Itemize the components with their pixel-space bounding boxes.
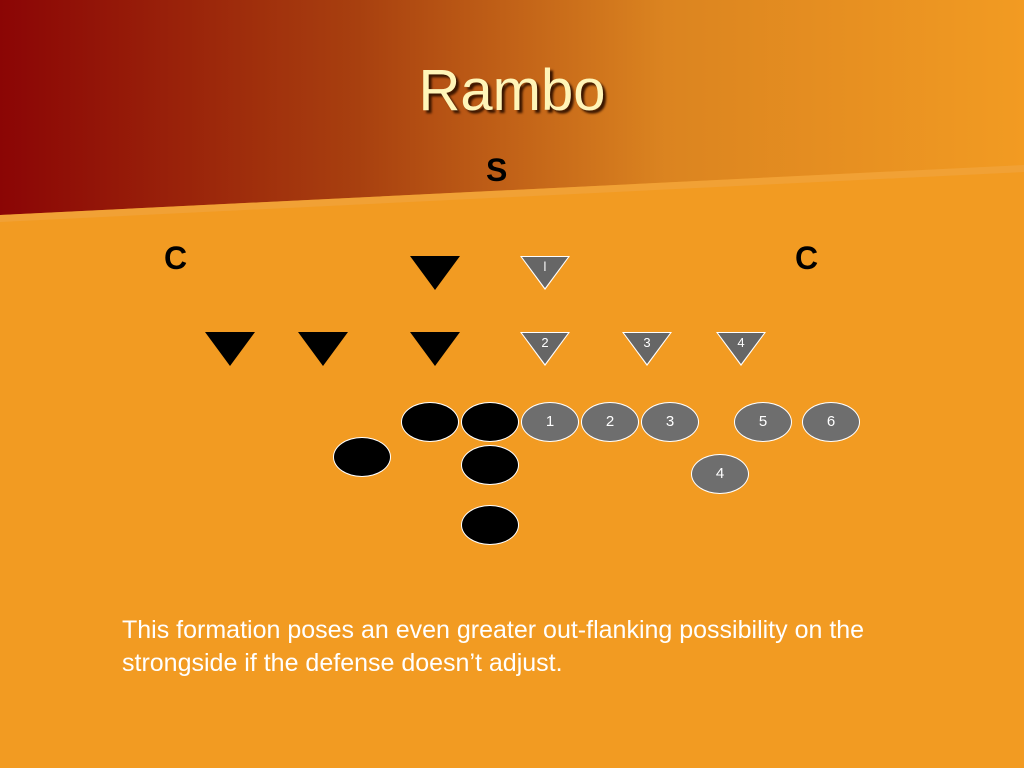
offense-player-numbered: 1 (521, 402, 579, 442)
offense-player-oval (461, 505, 519, 545)
offense-player-numbered: 4 (691, 454, 749, 494)
offense-player-oval (461, 445, 519, 485)
defender-triangle-numbered: 4 (716, 332, 766, 366)
triangle-number: 4 (737, 335, 745, 350)
triangle-number: 2 (541, 335, 549, 350)
triangle-fill (718, 333, 764, 364)
triangle-fill (522, 333, 568, 364)
header-band (0, 0, 1024, 215)
defender-triangle (298, 332, 348, 366)
offense-player-numbered: 6 (802, 402, 860, 442)
corner-left-label: C (164, 240, 188, 276)
triangle-number: 3 (643, 335, 651, 350)
slide-caption: This formation poses an even greater out… (122, 616, 865, 677)
defender-triangle-numbered: l (520, 256, 570, 290)
safety-label: S (486, 152, 508, 188)
defender-triangle (205, 332, 255, 366)
offense-player-numbered: 2 (581, 402, 639, 442)
defender-triangle-numbered: 2 (520, 332, 570, 366)
header-edge (0, 165, 1024, 222)
corner-right-label: C (795, 240, 819, 276)
triangle-fill (522, 257, 568, 288)
defender-triangle-numbered: 3 (622, 332, 672, 366)
offense-player-oval (401, 402, 459, 442)
defender-triangle (410, 332, 460, 366)
offense-player-numbered: 3 (641, 402, 699, 442)
offense-player-oval (461, 402, 519, 442)
triangle-fill (624, 333, 670, 364)
triangle-number: l (543, 259, 547, 274)
defender-triangle (410, 256, 460, 290)
slide-title: Rambo (418, 58, 606, 123)
offense-player-oval (333, 437, 391, 477)
offense-player-numbered: 5 (734, 402, 792, 442)
